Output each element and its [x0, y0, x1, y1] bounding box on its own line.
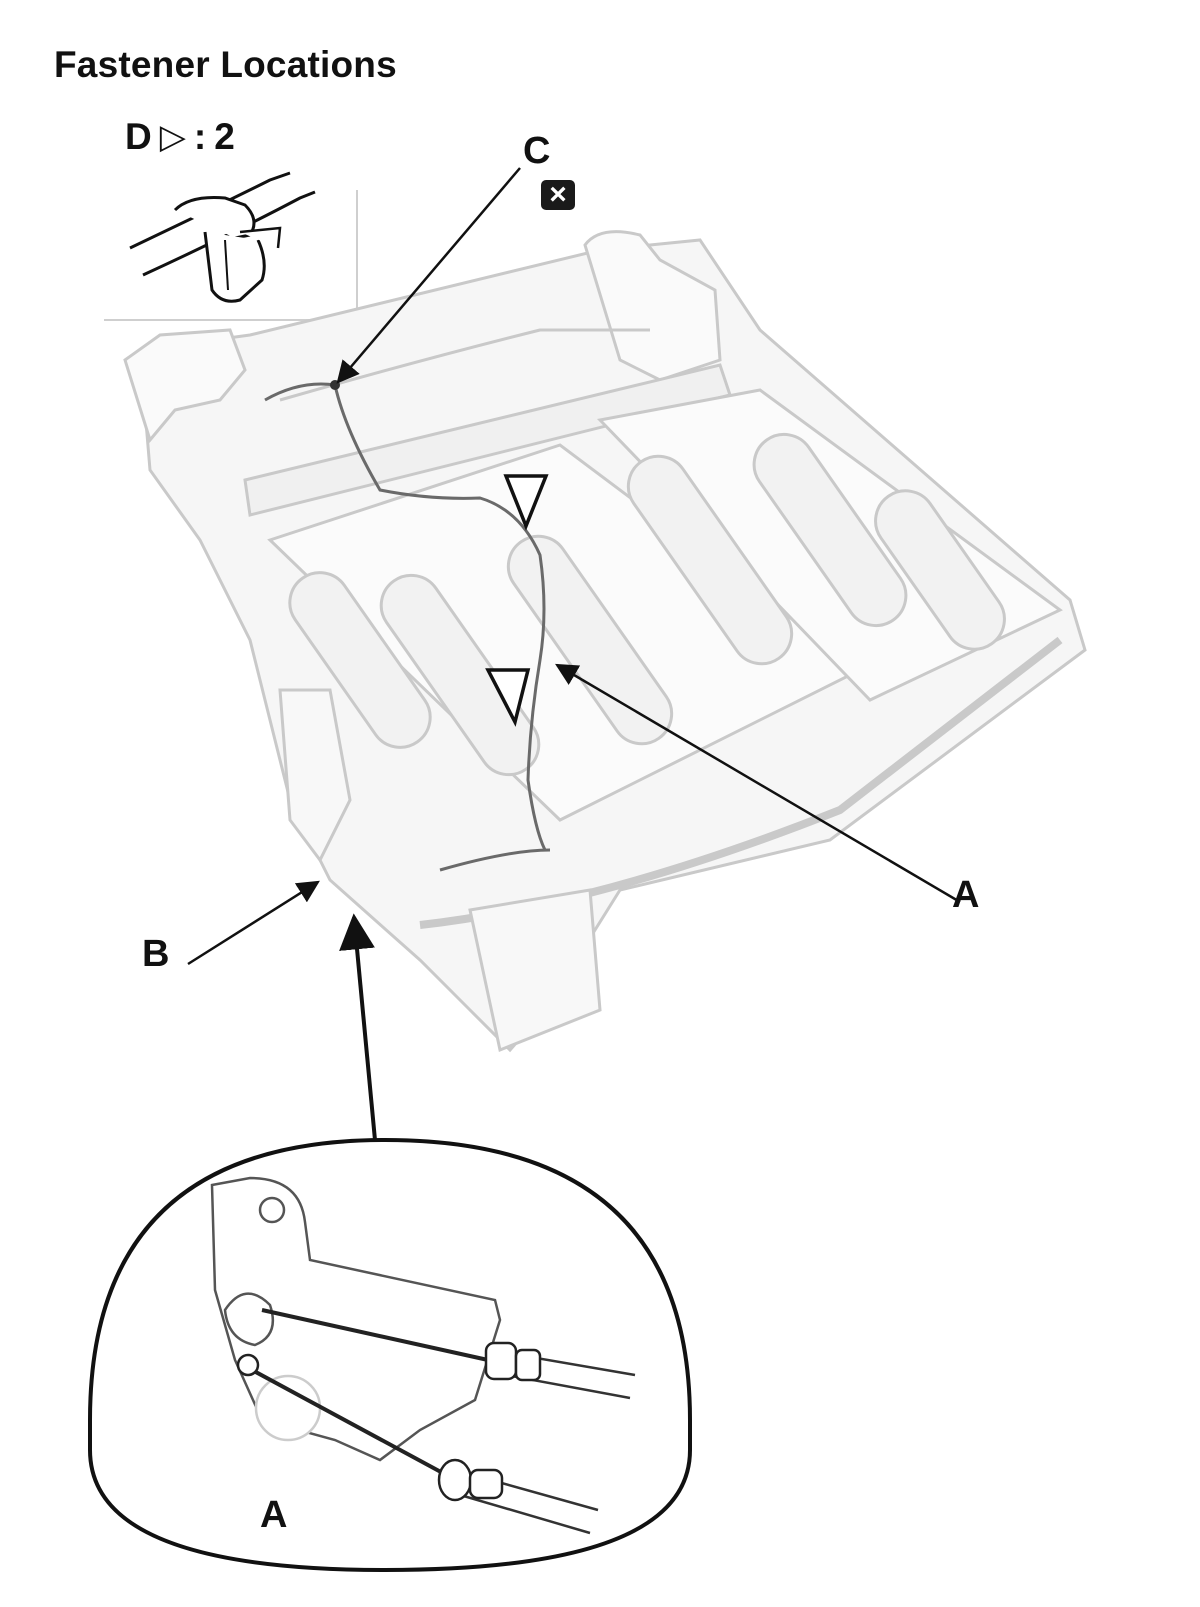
- legend-separator: :: [193, 116, 207, 157]
- legend-letter: D: [125, 116, 152, 157]
- legend-count: 2: [214, 116, 235, 157]
- callout-c: C: [523, 130, 551, 172]
- callout-a-main: A: [952, 874, 980, 916]
- leader-inset: [339, 913, 377, 1141]
- page-title: Fastener Locations: [54, 44, 397, 85]
- clip-detail-inset: [104, 171, 358, 321]
- fastener-legend: D ▷ : 2: [125, 116, 235, 158]
- seat-frame: [123, 230, 1087, 1053]
- leader-a-main: [555, 663, 961, 904]
- triangle-outline-icon: [503, 474, 549, 531]
- cable-a: [264, 382, 551, 872]
- triangle-outline-icon: ▷: [159, 118, 186, 156]
- leader-lines: [187, 167, 961, 1514]
- leader-c: [336, 167, 521, 384]
- detail-inset: [88, 1137, 692, 1573]
- leader-b: [187, 880, 320, 966]
- x-box-icon: ×: [541, 180, 575, 210]
- triangle-outline-icon: [485, 668, 531, 727]
- clip-markers: [485, 474, 549, 727]
- callout-b: B: [142, 933, 170, 975]
- callout-a-inset: A: [260, 1494, 288, 1536]
